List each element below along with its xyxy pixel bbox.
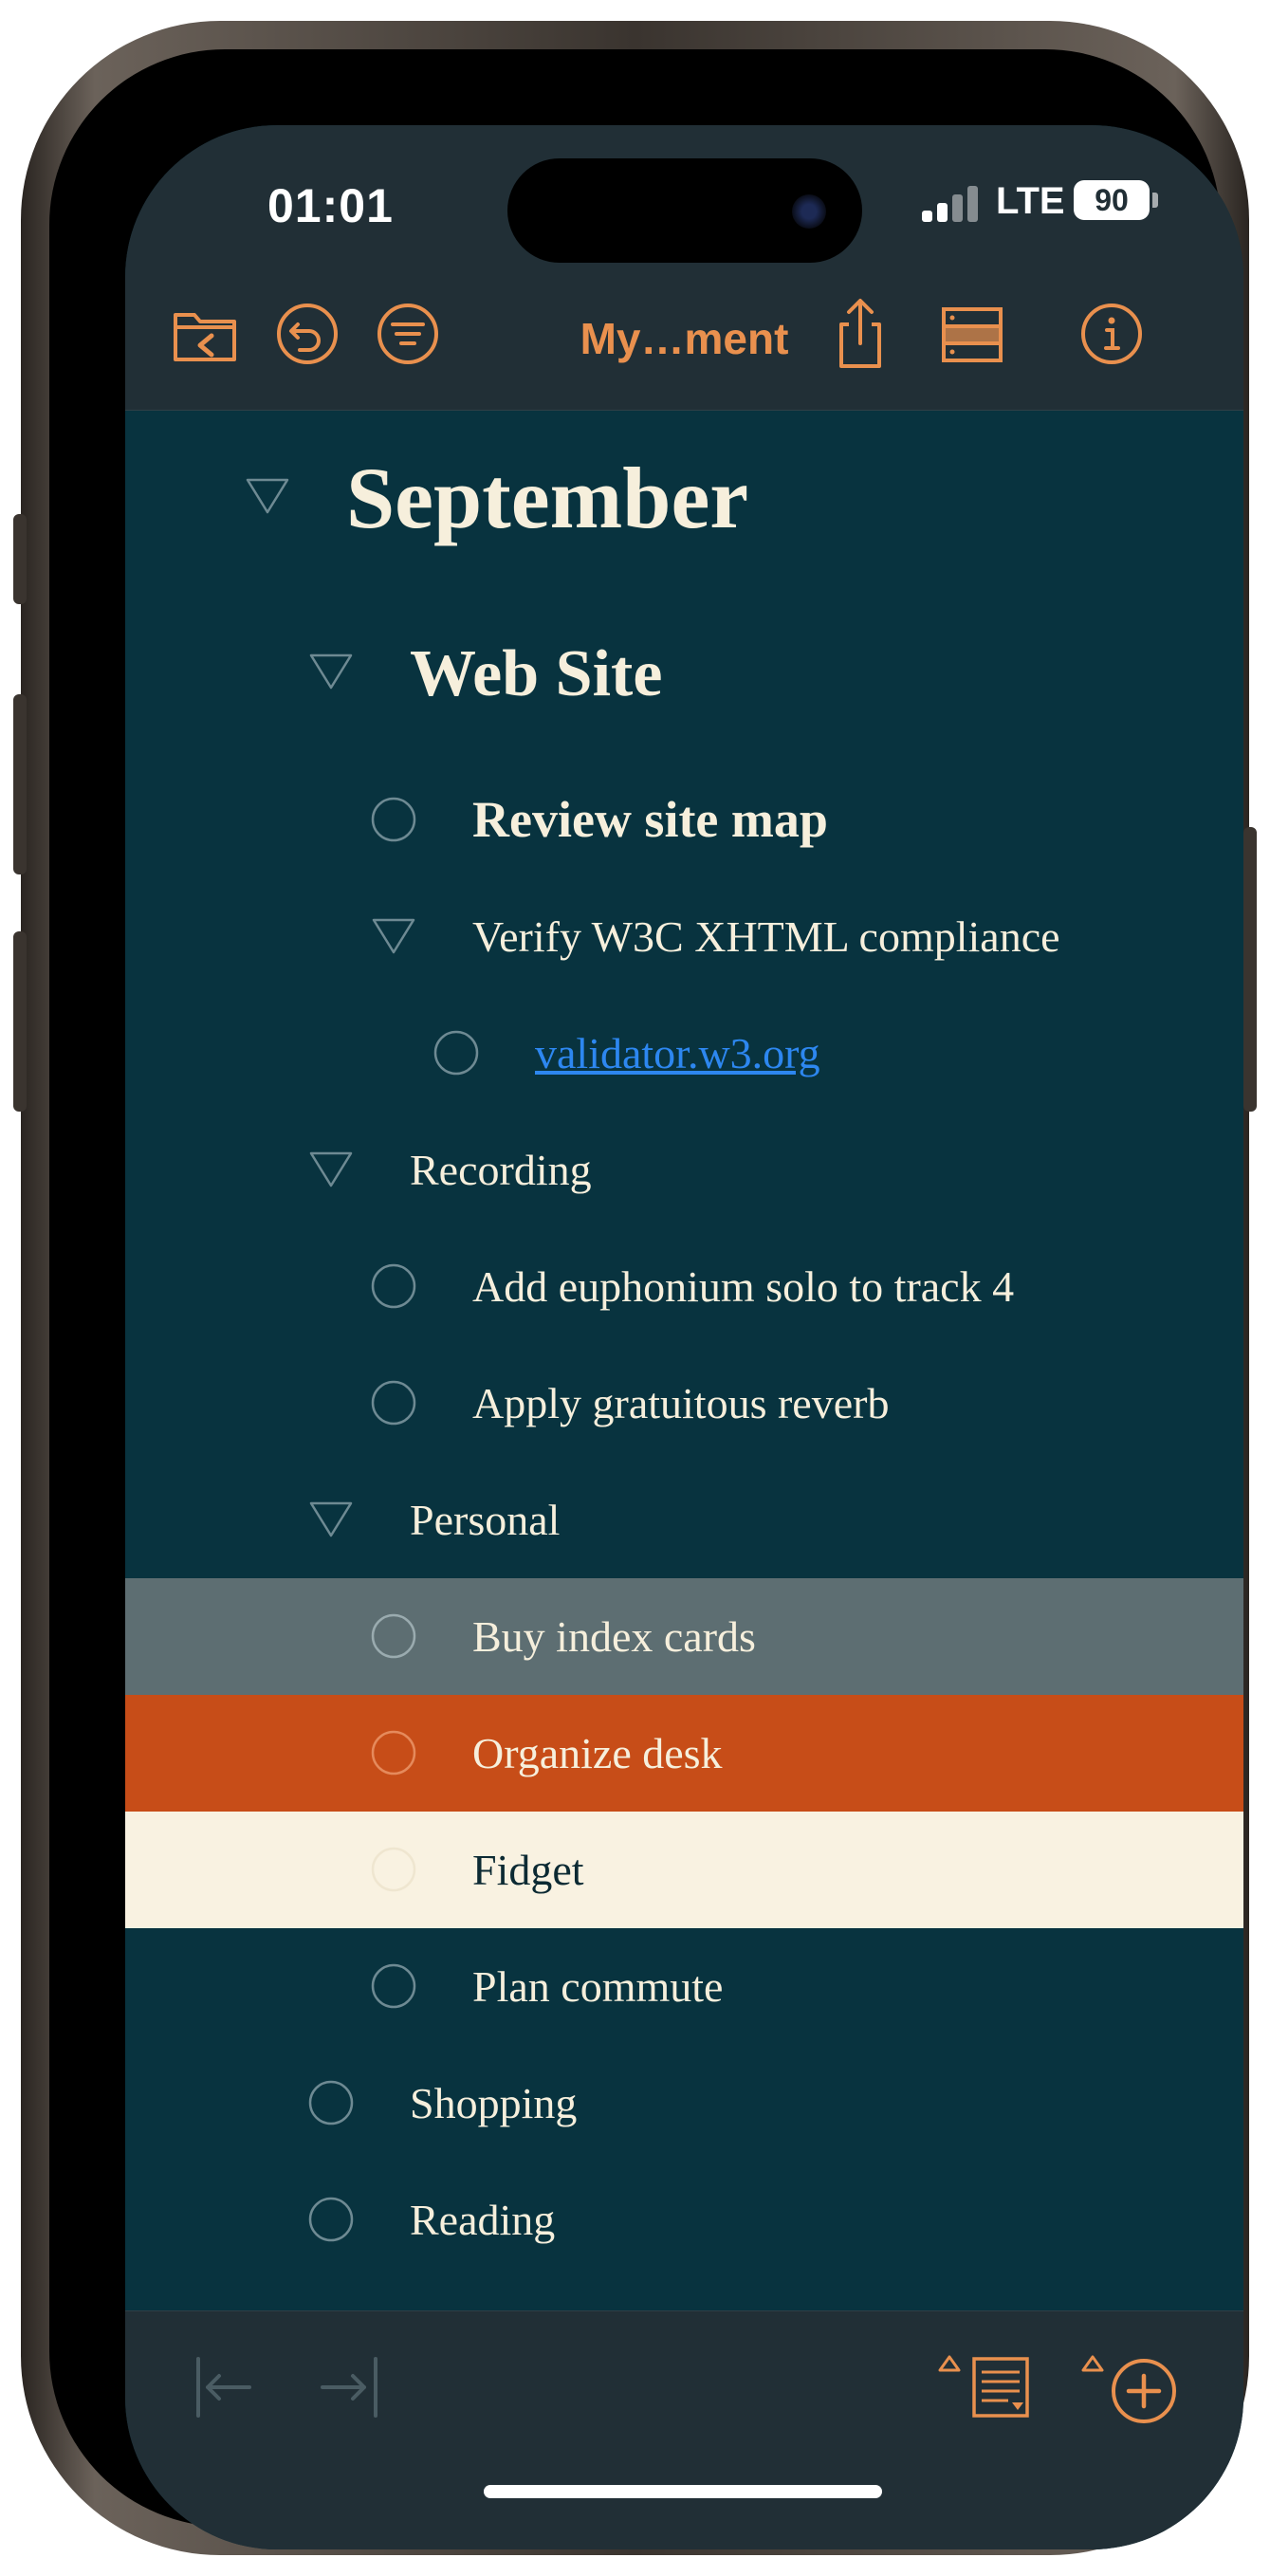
outline-row-personal[interactable]: Personal: [125, 1462, 1243, 1578]
disclosure-triangle-icon[interactable]: [244, 472, 291, 520]
outline-row-fidget[interactable]: Fidget: [125, 1812, 1243, 1928]
signal-icon: [922, 184, 988, 222]
disclosure-triangle-icon[interactable]: [307, 1496, 355, 1543]
row-label: Organize desk: [472, 1729, 723, 1777]
disclosure-triangle-icon[interactable]: [307, 648, 355, 695]
phone-bezel: 01:01 LTE 90 My…ment: [49, 49, 1243, 2549]
battery-icon: 90: [1074, 180, 1150, 220]
battery-tip: [1152, 193, 1158, 208]
network-label: LTE: [996, 180, 1065, 222]
outline-row-shopping[interactable]: Shopping: [125, 2045, 1243, 2162]
checkbox-circle-icon[interactable]: [370, 1729, 417, 1776]
row-label: Personal: [410, 1496, 561, 1544]
outline-row-reverb[interactable]: Apply gratuitous reverb: [125, 1345, 1243, 1462]
row-label: Apply gratuitous reverb: [472, 1379, 890, 1427]
row-label: Add euphonium solo to track 4: [472, 1262, 1015, 1311]
disclosure-triangle-icon[interactable]: [370, 912, 417, 960]
toolbar: My…ment: [125, 267, 1243, 411]
row-label: Web Site: [410, 637, 663, 710]
row-label: Shopping: [410, 2079, 578, 2127]
phone-frame: 01:01 LTE 90 My…ment: [13, 21, 1257, 2555]
checkbox-circle-icon[interactable]: [307, 2079, 355, 2126]
share-icon[interactable]: [822, 296, 898, 372]
checkbox-circle-icon[interactable]: [370, 1612, 417, 1660]
disclosure-triangle-icon[interactable]: [307, 1146, 355, 1193]
row-label: Verify W3C XHTML compliance: [472, 912, 1060, 961]
outline-row-verify-w3c[interactable]: Verify W3C XHTML compliance: [125, 878, 1243, 995]
indent-icon[interactable]: [307, 2349, 393, 2425]
home-indicator[interactable]: [484, 2485, 882, 2498]
screen: 01:01 LTE 90 My…ment: [125, 125, 1243, 2549]
row-label: Recording: [410, 1146, 592, 1194]
outline-row-euphonium[interactable]: Add euphonium solo to track 4: [125, 1228, 1243, 1345]
status-bar: 01:01 LTE 90: [125, 125, 1243, 267]
undo-icon[interactable]: [269, 296, 345, 372]
checkbox-circle-icon[interactable]: [307, 2196, 355, 2243]
checkbox-circle-icon[interactable]: [370, 1262, 417, 1310]
outline-row-reading[interactable]: Reading: [125, 2162, 1243, 2278]
row-label: Buy index cards: [472, 1612, 756, 1661]
row-label: Fidget: [472, 1846, 584, 1894]
checkbox-circle-icon[interactable]: [370, 1379, 417, 1426]
row-label: Reading: [410, 2196, 556, 2244]
dynamic-island: [507, 158, 862, 263]
checkbox-circle-icon[interactable]: [370, 796, 417, 843]
outline-view: September Web Site Review site map: [125, 411, 1243, 2298]
checkbox-circle-icon[interactable]: [433, 1029, 480, 1076]
checkbox-circle-icon[interactable]: [370, 1846, 417, 1893]
camera-icon: [792, 194, 826, 229]
bottom-toolbar: [125, 2310, 1243, 2549]
back-to-files-icon[interactable]: [168, 296, 244, 372]
outdent-icon[interactable]: [187, 2349, 272, 2425]
checkbox-circle-icon[interactable]: [370, 1962, 417, 2010]
outline-row-buy-index-cards[interactable]: Buy index cards: [125, 1578, 1243, 1695]
outline-row-plan-commute[interactable]: Plan commute: [125, 1928, 1243, 2045]
filter-icon[interactable]: [370, 296, 446, 372]
row-label: Plan commute: [472, 1962, 724, 2011]
info-icon[interactable]: [1074, 296, 1150, 372]
outline-row-organize-desk[interactable]: Organize desk: [125, 1695, 1243, 1812]
status-time: 01:01: [267, 179, 394, 232]
outline-row-september[interactable]: September: [125, 411, 1243, 586]
validator-link[interactable]: validator.w3.org: [535, 1029, 820, 1077]
inspector-icon[interactable]: [934, 296, 1010, 372]
add-note-icon[interactable]: [936, 2349, 1040, 2425]
row-label: Review site map: [472, 791, 828, 848]
outline-row-validator-link[interactable]: validator.w3.org: [125, 995, 1243, 1112]
outline-row-recording[interactable]: Recording: [125, 1112, 1243, 1228]
outline-row-review-site-map[interactable]: Review site map: [125, 762, 1243, 878]
add-row-icon[interactable]: [1079, 2349, 1184, 2425]
outline-row-web-site[interactable]: Web Site: [125, 586, 1243, 762]
row-label: September: [346, 450, 749, 546]
